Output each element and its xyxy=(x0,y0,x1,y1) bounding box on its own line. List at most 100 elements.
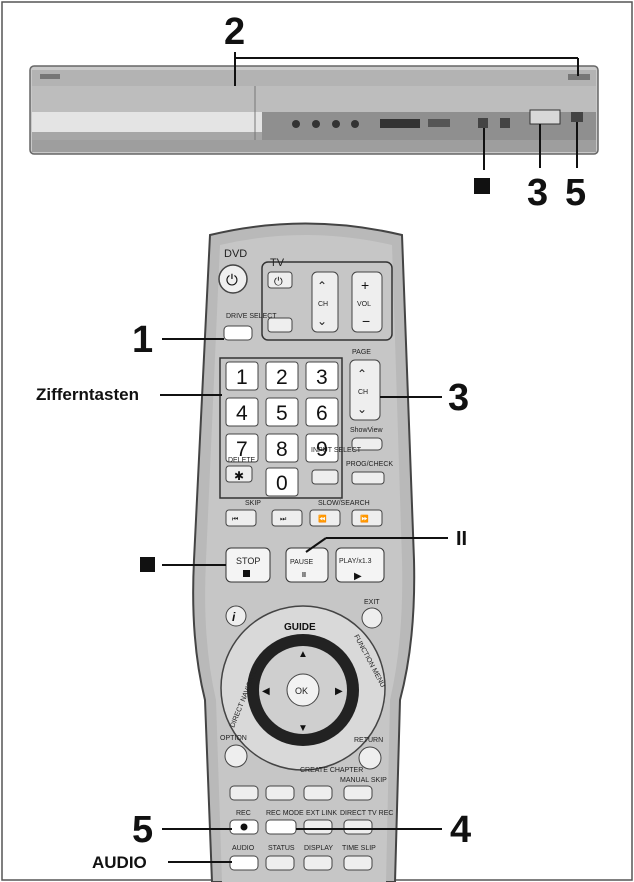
option-label: OPTION xyxy=(220,735,247,742)
status-button[interactable] xyxy=(265,855,295,871)
display-label: DISPLAY xyxy=(304,845,333,852)
number-key-4[interactable] xyxy=(225,397,259,427)
display-button[interactable] xyxy=(303,855,333,871)
number-key-label: 4 xyxy=(236,402,248,425)
dvd-power-button[interactable] xyxy=(218,264,248,294)
pause-icon: II xyxy=(302,572,306,579)
create-chapter-button[interactable] xyxy=(303,785,333,801)
vol-plus-icon: + xyxy=(361,277,369,293)
play-button[interactable] xyxy=(335,547,385,583)
row-button-2[interactable] xyxy=(265,785,295,801)
number-key-2[interactable] xyxy=(265,361,299,391)
number-key-7[interactable] xyxy=(225,433,259,463)
record-icon xyxy=(240,823,248,831)
ch-up-icon: ⌃ xyxy=(317,279,327,293)
number-key-3[interactable] xyxy=(305,361,339,391)
tv-control-block xyxy=(261,261,393,341)
info-icon: i xyxy=(232,610,236,624)
tv-power-button[interactable] xyxy=(267,271,293,289)
audio-button-label: AUDIO xyxy=(232,845,255,852)
vol-minus-icon: − xyxy=(362,313,370,329)
ok-button[interactable] xyxy=(286,673,320,707)
arrow-up-icon: ▲ xyxy=(298,649,308,660)
number-key-label: 7 xyxy=(236,438,248,461)
callout-5-remote: 5 xyxy=(132,809,153,851)
delete-button[interactable] xyxy=(225,465,253,483)
number-key-label: 0 xyxy=(276,472,288,495)
slow-back-button[interactable] xyxy=(309,509,341,527)
callout-3-remote: 3 xyxy=(448,377,469,419)
showview-button[interactable] xyxy=(351,437,383,451)
number-key-9[interactable] xyxy=(305,433,339,463)
number-key-label: 8 xyxy=(276,438,288,461)
ext-link-button[interactable] xyxy=(303,819,333,835)
stop-callout-icon xyxy=(140,557,155,572)
exit-label: EXIT xyxy=(364,599,380,606)
dvd-label: DVD xyxy=(224,248,247,260)
time-slip-label: TIME SLIP xyxy=(342,845,376,852)
pause-label: PAUSE xyxy=(290,559,314,566)
rec-mode-button[interactable] xyxy=(265,819,297,835)
callout-5-front: 5 xyxy=(565,172,586,214)
callout-1: 1 xyxy=(132,319,153,361)
number-key-label: 6 xyxy=(316,402,328,425)
play-icon: ▶ xyxy=(354,571,362,582)
power-icon: ⏻ xyxy=(226,272,238,289)
callout-2-top: 2 xyxy=(224,11,245,53)
number-key-0[interactable] xyxy=(265,467,299,497)
page-ch-label: CH xyxy=(358,389,368,396)
skip-back-button[interactable] xyxy=(225,509,257,527)
pause-button[interactable] xyxy=(285,547,329,583)
fast-forward-icon: ⏩ xyxy=(360,514,369,523)
skip-label: SKIP xyxy=(245,500,261,507)
guide-label: GUIDE xyxy=(284,622,316,633)
delete-label: DELETE xyxy=(228,457,256,464)
manual-skip-label: MANUAL SKIP xyxy=(340,777,387,784)
input-select-button[interactable] xyxy=(311,469,339,485)
callout-3-front: 3 xyxy=(527,172,548,214)
number-key-5[interactable] xyxy=(265,397,299,427)
prog-check-button[interactable] xyxy=(351,471,385,485)
tv-av-button[interactable] xyxy=(267,317,293,333)
arrow-right-icon: ▶ xyxy=(335,686,343,697)
tv-vol-rocker[interactable] xyxy=(351,271,383,333)
page-label: PAGE xyxy=(352,349,371,356)
direct-tv-rec-label: DIRECT TV REC xyxy=(340,810,393,817)
tv-ch-rocker[interactable] xyxy=(311,271,339,333)
direct-tv-rec-button[interactable] xyxy=(343,819,373,835)
number-key-label: 9 xyxy=(316,438,328,461)
drive-select-button[interactable] xyxy=(223,325,253,341)
arrow-left-icon: ◀ xyxy=(262,686,270,697)
row-button-1[interactable] xyxy=(229,785,259,801)
stop-symbol-icon xyxy=(474,178,490,194)
ok-label: OK xyxy=(295,686,308,696)
number-key-8[interactable] xyxy=(265,433,299,463)
tv-vol-label: VOL xyxy=(357,301,371,308)
option-button[interactable] xyxy=(224,744,248,768)
skip-forward-button[interactable] xyxy=(271,509,303,527)
rewind-icon: ⏪ xyxy=(318,514,327,523)
tv-ch-label: CH xyxy=(318,301,328,308)
audio-button[interactable] xyxy=(229,855,259,871)
number-key-1[interactable] xyxy=(225,361,259,391)
manual-skip-button[interactable] xyxy=(343,785,373,801)
callout-pause-symbol: II xyxy=(456,528,467,550)
tv-power-icon: ⏻ xyxy=(274,276,283,288)
number-key-6[interactable] xyxy=(305,397,339,427)
number-key-label: 3 xyxy=(316,366,328,389)
slow-forward-button[interactable] xyxy=(351,509,383,527)
create-chapter-label: CREATE CHAPTER xyxy=(300,767,363,774)
status-label: STATUS xyxy=(268,845,295,852)
time-slip-button[interactable] xyxy=(343,855,373,871)
page-ch-rocker[interactable] xyxy=(349,359,381,421)
stop-icon xyxy=(243,570,250,577)
input-select-label: INPUT SELECT xyxy=(311,447,362,454)
page-down-icon: ⌄ xyxy=(357,402,367,416)
number-key-label: 5 xyxy=(276,402,288,425)
stop-label: STOP xyxy=(236,556,260,566)
info-button[interactable] xyxy=(225,605,247,627)
return-button[interactable] xyxy=(358,746,382,770)
exit-button[interactable] xyxy=(361,607,383,629)
